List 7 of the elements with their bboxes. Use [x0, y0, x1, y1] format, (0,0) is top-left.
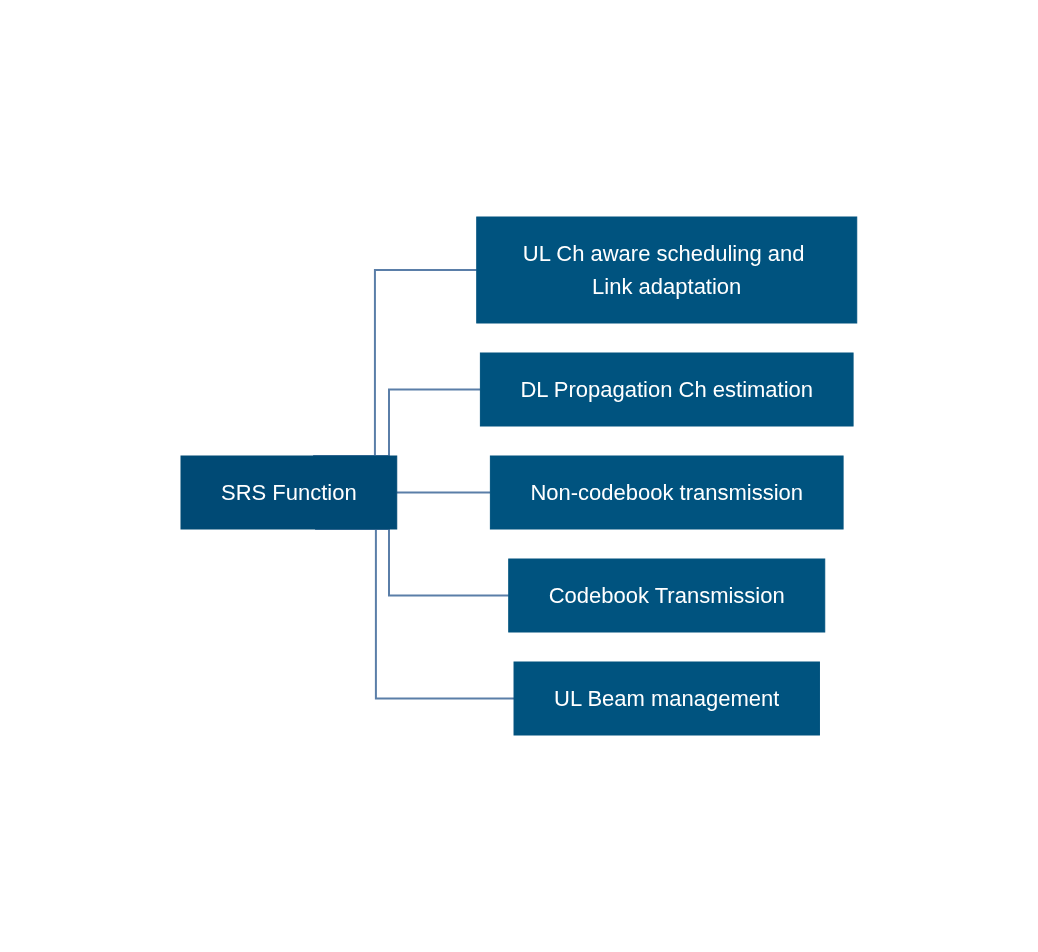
node-box: UL Ch aware scheduling and Link adaptation	[476, 216, 858, 324]
node-box: Codebook Transmission	[508, 558, 826, 633]
node-box: UL Beam management	[513, 661, 821, 736]
connector	[395, 491, 492, 494]
node-box: DL Propagation Ch estimation	[480, 352, 854, 427]
node-box: SRS Function	[180, 455, 398, 530]
node-box: Non-codebook transmission	[490, 455, 844, 530]
